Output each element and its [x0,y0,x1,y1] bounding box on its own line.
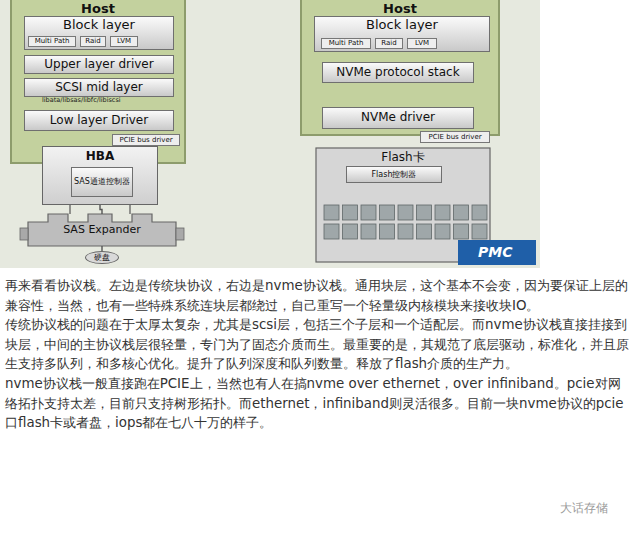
sub-box: Multi Path [321,38,371,49]
layer-box: NVMe protocol stack [322,62,474,83]
node-label: PCIE bus driver [428,133,481,141]
node-label: Multi Path [329,39,364,47]
block-layer-box: Block layerMulti Path Raid LVM [314,16,490,52]
controller-box: SAS通道控制器 [71,167,133,197]
sub-box: LVM [110,36,138,47]
sub-box: Raid [375,38,403,49]
body-paragraph: nvme协议栈一般直接跑在PCIE上，当然也有人在搞nvme over ethe… [5,374,633,433]
node-label: Host [12,2,184,17]
node-label: Multi Path [35,37,70,45]
node-label: SAS Expander [63,224,141,237]
driver-box: PCIE bus driver [420,131,490,143]
node-label: Upper layer driver [44,58,153,72]
body-paragraph: 再来看看协议栈。左边是传统块协议，右边是nvme协议栈。通用块层，这个基本不会变… [5,276,633,315]
node-label: Raid [85,37,100,45]
node-label: LVM [415,39,429,47]
node-label: HBA [43,150,157,164]
lib-label: libata/libsas/libfc/libiscsi [42,96,121,104]
expander-label-area: SAS Expander [28,214,176,246]
text-area: 再来看看协议栈。左边是传统块协议，右边是nvme协议栈。通用块层，这个基本不会变… [5,276,633,433]
layer-box: NVMe driver [322,107,474,129]
node-label: LVM [117,37,131,45]
flash-chips [324,205,487,239]
disk-box: 硬盘 [85,251,119,264]
connector [100,205,102,214]
node-label: Flash控制器 [372,170,417,179]
node-label: Block layer [366,18,438,33]
driver-box: PCIE bus driver [112,134,180,146]
node-label: Host [302,2,498,17]
node-label: NVMe driver [361,111,435,125]
logo-text: PMC [478,244,512,260]
block-layer-box: Block layerMulti Path Raid LVM [24,16,174,50]
sas-cables [70,205,130,214]
watermark: 大话存储 [560,500,608,517]
layer-box: SCSI mid layer [24,78,174,97]
flash-card: Flash卡 Flash控制器 [316,148,490,262]
node-label: Flash卡 [316,151,490,165]
node-label: 硬盘 [94,253,110,262]
sub-box: LVM [407,38,437,49]
controller-box: Flash控制器 [346,166,442,183]
node-label: Raid [381,39,396,47]
node-label: PCIE bus driver [119,136,172,144]
layer-box: Low layer Driver [24,110,174,131]
host-panel: HostBlock layerMulti Path Raid LVM Upper la… [10,0,186,164]
sub-box: Raid [80,36,106,47]
sub-box: Multi Path [28,36,76,47]
expander-shape [28,214,176,246]
node-label: NVMe protocol stack [336,66,459,80]
layer-box: Upper layer driver [24,55,174,74]
node-label: SAS通道控制器 [74,177,130,186]
node-label: Low layer Driver [50,114,148,128]
hba-box: HBA SAS通道控制器 [42,146,158,205]
node-label: SCSI mid layer [55,81,143,95]
host-panel: HostBlock layerMulti Path Raid LVM NVMe pro… [300,0,500,136]
node-label: Block layer [63,18,135,33]
body-paragraph: 传统协议栈的问题在于太厚太复杂，尤其是scsi层，包括三个子层和一个适配层。而n… [5,315,633,374]
logo-plate [458,240,536,265]
